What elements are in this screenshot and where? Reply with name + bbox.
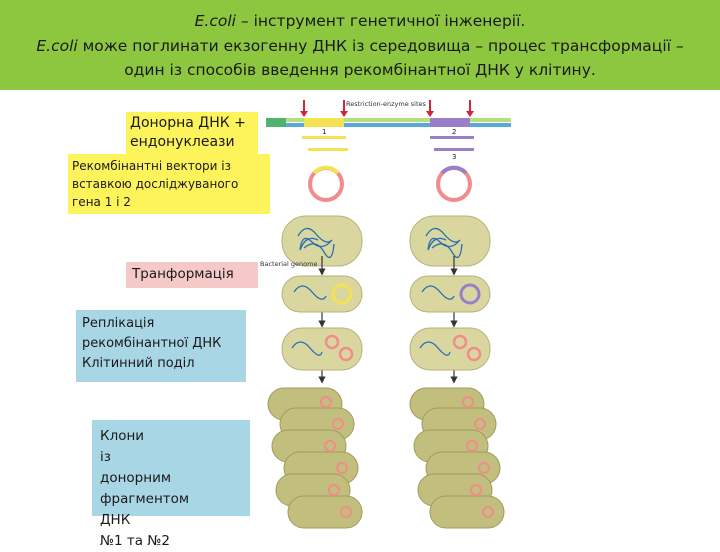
header-line-3: один із способів введення рекомбінантної… xyxy=(124,61,596,79)
header-line-2-text: може поглинати екзогенну ДНК із середови… xyxy=(77,37,684,55)
restriction-arrows xyxy=(300,100,474,117)
label-recombinant-vectors: Рекомбінантні вектори із вставкою дослід… xyxy=(68,154,270,214)
header-line-1-text: – інструмент генетичної інженерії. xyxy=(235,12,526,30)
clones-line-2: донорним xyxy=(100,470,172,486)
host-cell-2 xyxy=(409,215,491,267)
replication-line-1: Реплікація xyxy=(82,316,155,331)
clone-stack-2 xyxy=(409,387,505,529)
slide-header: E.coli – інструмент генетичної інженерії… xyxy=(0,0,720,90)
label-transformation: Транформація xyxy=(126,262,258,288)
transformed-cell-2 xyxy=(409,275,491,313)
svg-text:3: 3 xyxy=(452,153,456,161)
cloning-diagram: Restriction-enzyme sites 1 2 3 Bacterial… xyxy=(260,100,511,529)
svg-text:2: 2 xyxy=(452,128,456,136)
bacterial-genome-label: Bacterial genome xyxy=(260,260,317,268)
recombinant-plasmid-1 xyxy=(308,165,344,202)
fragment-1: 1 xyxy=(302,128,348,151)
replication-line-3: Клітинний поділ xyxy=(82,356,195,371)
clone-stack-1 xyxy=(267,387,363,529)
replication-line-2: рекомбінантної ДНК xyxy=(82,336,222,351)
header-line-1: E.coli – інструмент генетичної інженерії… xyxy=(0,12,720,30)
replicating-cell-2 xyxy=(409,327,491,371)
header-line-2: E.coli може поглинати екзогенну ДНК із с… xyxy=(0,37,720,55)
label-donor-dna: Донорна ДНК + ендонуклеази xyxy=(126,112,258,154)
restriction-sites-label: Restriction-enzyme sites xyxy=(346,100,427,108)
donor-dna-strands xyxy=(266,118,511,127)
organism-name: E.coli xyxy=(36,37,78,55)
transformed-cell-1 xyxy=(281,275,363,313)
organism-name: E.coli xyxy=(194,12,236,30)
clones-line-4: №1 та №2 xyxy=(100,533,170,549)
svg-text:1: 1 xyxy=(322,128,326,136)
replicating-cell-1 xyxy=(281,327,363,371)
recombinant-plasmid-2 xyxy=(436,165,472,202)
label-replication: Реплікація рекомбінантної ДНК Клітинний … xyxy=(76,310,246,382)
fragment-2: 2 3 xyxy=(430,128,474,161)
